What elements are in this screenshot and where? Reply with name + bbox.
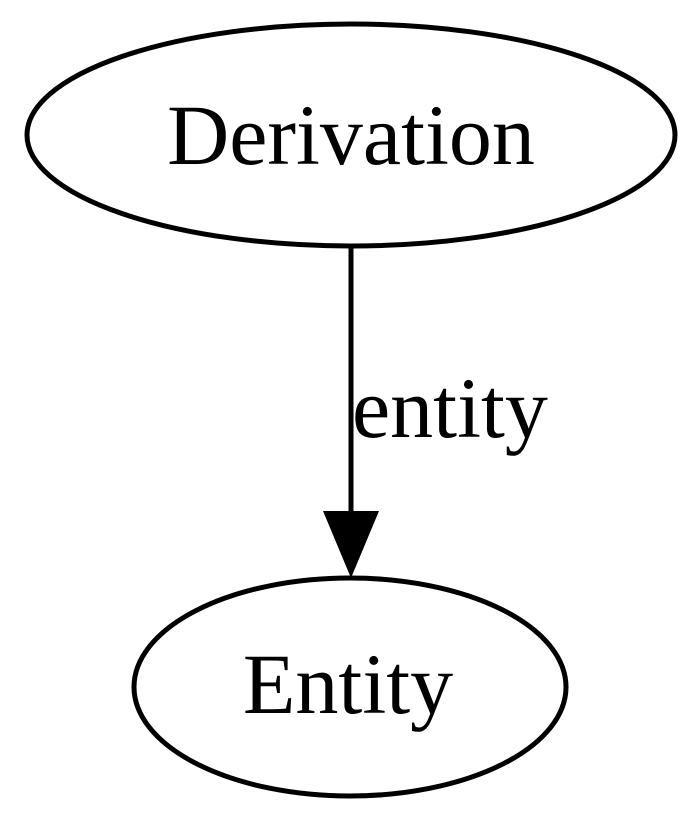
node-entity: Entity: [131, 575, 569, 799]
node-derivation-ellipse: [24, 21, 678, 249]
node-derivation: Derivation: [24, 21, 678, 249]
node-entity-ellipse: [131, 575, 569, 799]
node-derivation-label: Derivation: [167, 87, 535, 183]
node-entity-label: Entity: [243, 636, 453, 732]
edge-label: entity: [352, 360, 548, 456]
arrowhead-icon: [323, 511, 379, 578]
edge-derivation-entity: entity: [323, 246, 548, 578]
